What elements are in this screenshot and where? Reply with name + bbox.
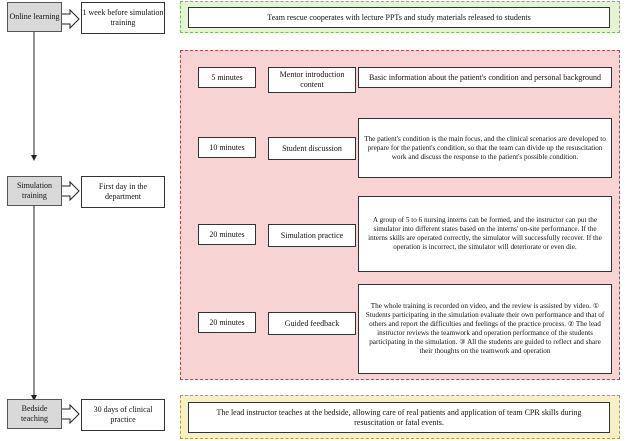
hollow-arrow-simulation	[60, 180, 80, 202]
stage-simulation-training: Simulation training	[7, 176, 62, 206]
step-time-1: 5 minutes	[198, 67, 256, 88]
step-detail-3: A group of 5 to 6 nursing interns can be…	[358, 196, 612, 272]
timing-online: 1 week before simulation training	[81, 2, 165, 34]
step-mentor-introduction: Mentor introduction content	[268, 67, 356, 93]
bedside-note: The lead instructor teaches at the bedsi…	[188, 402, 610, 433]
hollow-arrow-online	[60, 8, 80, 30]
timing-simulation: First day in the department	[81, 176, 165, 208]
stage-online-learning: Online learning	[7, 2, 62, 32]
step-student-discussion: Student discussion	[268, 137, 356, 160]
step-detail-2: The patient's condition is the main focu…	[358, 118, 612, 178]
step-detail-4: The whole training is recorded on video,…	[358, 284, 612, 374]
step-simulation-practice: Simulation practice	[268, 224, 356, 247]
online-note: Team rescue cooperates with lecture PPTs…	[188, 7, 610, 28]
step-detail-1: Basic information about the patient's co…	[358, 67, 612, 88]
step-time-2: 10 minutes	[198, 137, 256, 158]
timing-bedside: 30 days of clinical practice	[81, 399, 165, 431]
step-time-3: 20 minutes	[198, 224, 256, 245]
stage-bedside-teaching: Bedside teaching	[7, 399, 62, 429]
step-guided-feedback: Guided feedback	[268, 312, 356, 335]
hollow-arrow-bedside	[60, 403, 80, 425]
step-time-4: 20 minutes	[198, 312, 256, 333]
